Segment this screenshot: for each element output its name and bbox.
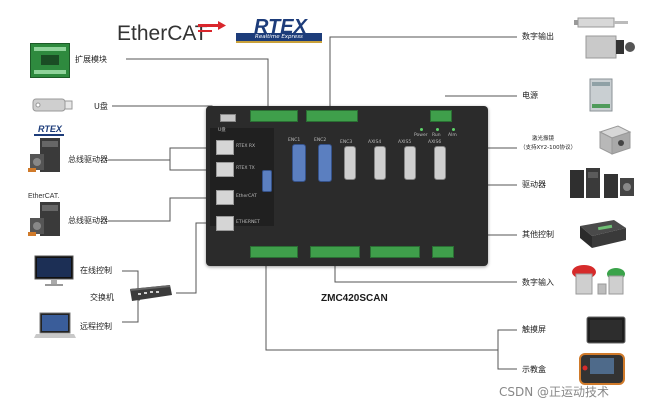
rtex-logo: RTEX [254, 16, 307, 38]
ethercat-port[interactable] [216, 190, 234, 205]
enc2-connector[interactable] [318, 144, 332, 182]
label-axis4: AXIS4 [368, 140, 382, 145]
alm-led [452, 128, 455, 131]
line-digital-output [329, 36, 517, 110]
terminal-top-1[interactable] [250, 110, 298, 122]
rtex-tagline: Realtime Express [236, 33, 322, 41]
label-enc1: ENC1 [288, 138, 301, 143]
label-enc2: ENC2 [314, 138, 327, 143]
port-label-ethercat: EtherCAT [236, 194, 257, 199]
rtex-small-bar [34, 134, 64, 136]
terminal-top-2[interactable] [306, 110, 358, 122]
line-remote [122, 299, 140, 323]
line-touch [265, 262, 517, 351]
port-label-udisk: U盘 [218, 128, 226, 133]
laptop-image [34, 312, 76, 338]
monitor-image [34, 255, 74, 286]
watermark: CSDN @正运动技术 [499, 385, 610, 399]
serial-port[interactable] [262, 170, 272, 192]
label-power: 电源 [522, 91, 538, 100]
enc1-connector[interactable] [292, 144, 306, 182]
line-bus-driver-2 [108, 197, 218, 222]
terminal-bottom-2[interactable] [310, 246, 360, 258]
axis6-connector[interactable] [434, 146, 446, 180]
rtex-rx-port[interactable] [216, 140, 234, 155]
label-teach-pendant: 示教盒 [522, 365, 546, 374]
label-bus-driver-2: 总线驱动器 [68, 216, 108, 225]
label-online-control: 在线控制 [80, 266, 112, 275]
terminal-bottom-3[interactable] [370, 246, 420, 258]
axis5-connector[interactable] [404, 146, 416, 180]
usb-port[interactable] [220, 114, 236, 122]
teach-pendant-image [579, 353, 625, 385]
port-label-ethernet: ETHERNET [236, 220, 260, 225]
label-driver: 驱动器 [522, 180, 546, 189]
rtex-swoosh [236, 41, 322, 43]
push-buttons-image [572, 265, 625, 295]
axis4-connector[interactable] [374, 146, 386, 180]
touch-screen-image [586, 316, 626, 344]
enc3-connector[interactable] [344, 146, 356, 180]
usb-drive-image [32, 98, 73, 112]
power-supply-image [589, 78, 613, 112]
line-bus-driver-1 [108, 147, 218, 161]
ethernet-port[interactable] [216, 216, 234, 231]
terminal-bottom-4[interactable] [432, 246, 454, 258]
rtex-tx-port[interactable] [216, 162, 234, 177]
label-power-led: Power [414, 133, 428, 138]
ethercat-logo: EtherCAT [117, 22, 208, 45]
line-bus-driver-1b [169, 160, 218, 171]
line-expansion [126, 58, 269, 110]
run-led [436, 128, 439, 131]
controller-board: RTEX RX RTEX TX EtherCAT ETHERNET U盘 ENC… [206, 106, 488, 266]
port-label-rtex-tx: RTEX TX [236, 166, 255, 171]
label-remote-control: 远程控制 [80, 322, 112, 331]
label-other-control: 其他控制 [522, 230, 554, 239]
line-udisk [112, 105, 213, 118]
galvo-scanner-image [598, 125, 632, 155]
rtex-small-logo: RTEX [38, 124, 62, 134]
plc-image [580, 220, 626, 248]
label-touch-screen: 触摸屏 [522, 325, 546, 334]
line-teach [497, 350, 517, 370]
servo-driver-image-2 [28, 202, 60, 236]
label-digital-input: 数字输入 [522, 278, 554, 287]
port-label-rtex-rx: RTEX RX [236, 144, 256, 149]
pneumatic-cylinder-image [574, 17, 635, 59]
network-switch-image [130, 285, 172, 301]
controller-model-name: ZMC420SCAN [321, 293, 388, 304]
label-switch: 交换机 [90, 293, 114, 302]
label-udisk: U盘 [94, 102, 108, 111]
label-bus-driver-1: 总线驱动器 [68, 155, 108, 164]
label-alm-led: Alm [448, 133, 457, 138]
expansion-module-image [30, 43, 70, 78]
label-galvo-line2: （支持XY2-100协议） [520, 145, 577, 151]
terminal-power[interactable] [430, 110, 452, 122]
label-digital-output: 数字输出 [522, 32, 554, 41]
ethercat-small-logo: EtherCAT. [28, 193, 60, 200]
terminal-bottom-1[interactable] [250, 246, 298, 258]
label-enc3: ENC3 [340, 140, 353, 145]
label-galvo-line1: 激光振镜 [532, 136, 555, 142]
label-axis6: AXIS6 [428, 140, 442, 145]
label-run-led: Run [432, 133, 441, 138]
power-led [420, 128, 423, 131]
servo-driver-image-1 [28, 138, 60, 172]
label-expansion-module: 扩展模块 [75, 55, 107, 64]
ethercat-arrow-icon [198, 21, 226, 32]
label-axis5: AXIS5 [398, 140, 412, 145]
stepper-driver-image [570, 168, 634, 198]
